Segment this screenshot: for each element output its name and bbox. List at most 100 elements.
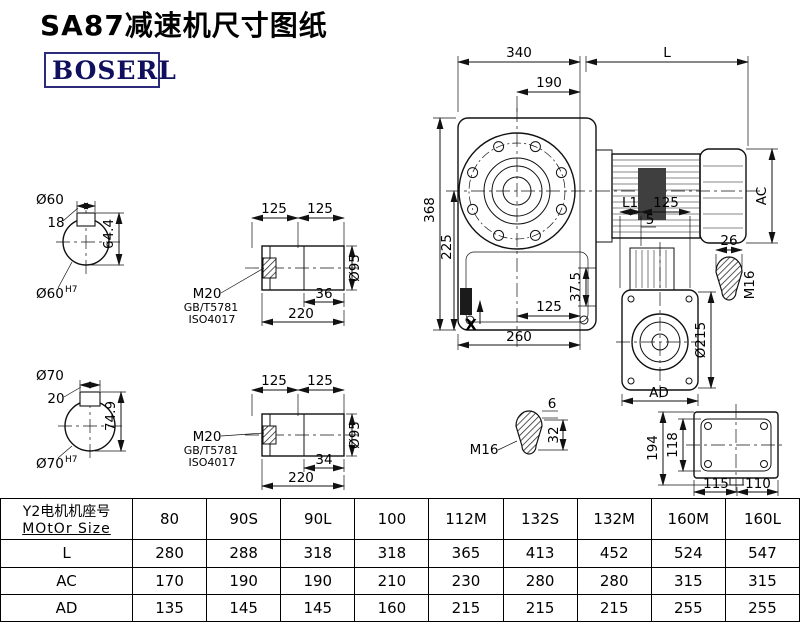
output-flange (458, 132, 576, 250)
dim-label-X: X (465, 316, 477, 334)
brand-logo: BOSERL (44, 52, 176, 88)
table-cell: 210 (354, 566, 430, 595)
dim-label-6: 6 (548, 396, 557, 412)
table-cell: 170 (131, 566, 208, 595)
dim-label-110: 110 (745, 476, 771, 492)
m16-plug-top: 26 M16 (715, 233, 758, 301)
page-title: SA87减速机尺寸图纸 (40, 9, 328, 42)
row-label: AD (0, 593, 133, 622)
header-frame-size: 100 (354, 497, 430, 541)
dim-label-sh1-d95: Ø95 (347, 254, 363, 282)
dim-label-L1: L1 (622, 195, 638, 211)
main-view: 340 L 190 368 225 37.5 125 260 AC X (422, 45, 778, 350)
motor-size-table: Y2电机机座号 MOtOr Size 80 90S 90L 100 112M 1… (0, 497, 800, 622)
dim-label-125-main: 125 (536, 299, 562, 315)
technical-drawing: 340 L 190 368 225 37.5 125 260 AC X (36, 45, 784, 496)
table-cell: 255 (724, 593, 800, 622)
table-cell: 288 (206, 539, 282, 568)
dim-label-AD: AD (649, 385, 669, 401)
dim-label-dia60h7: Ø60 (36, 286, 64, 302)
table-cell: 160 (354, 593, 430, 622)
dim-label-L: L (663, 45, 671, 61)
table-cell: 452 (576, 539, 652, 568)
dim-label-sh1-m20: M20 (193, 286, 222, 302)
table-row-AD: AD 135 145 145 160 215 215 215 255 255 (0, 593, 800, 622)
header-frame-size: 80 (131, 497, 208, 541)
header-frame-size: 90S (206, 497, 282, 541)
header-motor-size-en: MOtOr Size (22, 521, 111, 538)
table-cell: 145 (206, 593, 282, 622)
table-cell: 215 (576, 593, 652, 622)
dim-label-26: 26 (720, 233, 737, 249)
table-cell: 230 (428, 566, 504, 595)
dim-label-dia60h7-sup: H7 (65, 285, 78, 295)
dim-label-dia70h7-sup: H7 (65, 455, 78, 465)
row-label: L (0, 539, 133, 568)
dim-label-340: 340 (506, 45, 532, 61)
table-cell: 145 (280, 593, 356, 622)
dim-label-sh1-125b: 125 (307, 201, 333, 217)
dim-label-sh2-d95: Ø95 (347, 421, 363, 449)
m16-plug-bottom: 6 32 M16 (470, 396, 568, 458)
dim-label-sh2-125a: 125 (261, 373, 287, 389)
dim-label-sh2-m20: M20 (193, 429, 222, 445)
dim-label-dia70h7: Ø70 (36, 456, 64, 472)
table-cell: 524 (650, 539, 726, 568)
brand-logo-text: BOSERL (52, 55, 177, 85)
shaft-section-70: 20 Ø70 74.9 Ø70 H7 (36, 368, 126, 472)
dim-label-sh2-34: 34 (315, 452, 332, 468)
table-cell: 255 (650, 593, 726, 622)
side-view: L1 125 5 Ø215 AD (616, 195, 716, 406)
dim-label-sh2-220: 220 (288, 470, 314, 486)
table-cell: 547 (724, 539, 800, 568)
table-cell: 280 (502, 566, 578, 595)
header-motor-size-cn: Y2电机机座号 (22, 504, 111, 521)
dim-label-5: 5 (646, 212, 655, 228)
row-label: AC (0, 566, 133, 595)
dim-label-d215: Ø215 (693, 322, 709, 358)
table-cell: 215 (502, 593, 578, 622)
table-cell: 280 (576, 566, 652, 595)
dim-label-368: 368 (422, 197, 438, 223)
table-header-row: Y2电机机座号 MOtOr Size 80 90S 90L 100 112M 1… (0, 497, 800, 541)
table-row-AC: AC 170 190 190 210 230 280 280 315 315 (0, 566, 800, 595)
dim-label-64-4: 64.4 (101, 219, 117, 249)
dim-label-225: 225 (439, 234, 455, 260)
dim-label-18: 18 (47, 215, 64, 231)
header-frame-size: 160L (724, 497, 800, 541)
dim-label-194: 194 (645, 435, 661, 461)
fan-cover (699, 148, 747, 244)
dim-label-dia70: Ø70 (36, 368, 64, 384)
dim-label-AC: AC (754, 187, 770, 205)
table-cell: 280 (131, 539, 208, 568)
dim-label-m16-top: M16 (742, 271, 758, 300)
table-cell: 190 (206, 566, 282, 595)
dim-label-32: 32 (546, 426, 562, 443)
dim-label-sh2-gb: GB/T5781 (184, 444, 239, 457)
table-cell: 318 (354, 539, 430, 568)
dim-label-260: 260 (506, 329, 532, 345)
dim-label-sh1-36: 36 (315, 286, 332, 302)
table-cell: 318 (280, 539, 356, 568)
shaft-section-60: 18 Ø60 64.4 Ø60 H7 (36, 192, 124, 302)
table-cell: 315 (650, 566, 726, 595)
table-cell: 135 (131, 593, 208, 622)
table-row-L: L 280 288 318 318 365 413 452 524 547 (0, 539, 800, 568)
table-cell: 190 (280, 566, 356, 595)
dim-label-118: 118 (665, 432, 681, 458)
shaft-detail-top: 125 125 36 220 Ø95 M20 GB/T5781 ISO4017 (184, 201, 363, 326)
dim-label-190: 190 (536, 75, 562, 91)
header-frame-size: 132S (502, 497, 578, 541)
table-cell: 365 (428, 539, 504, 568)
dim-label-sh1-125a: 125 (261, 201, 287, 217)
rear-view: 194 118 115 110 (645, 404, 784, 496)
dim-label-115: 115 (703, 476, 729, 492)
table-cell: 315 (724, 566, 800, 595)
header-frame-size: 132M (576, 497, 652, 541)
dim-label-20: 20 (47, 391, 64, 407)
table-cell: 215 (428, 593, 504, 622)
shaft-stub (460, 288, 472, 315)
dim-label-dia60: Ø60 (36, 192, 64, 208)
table-cell: 413 (502, 539, 578, 568)
header-frame-size: 112M (428, 497, 504, 541)
